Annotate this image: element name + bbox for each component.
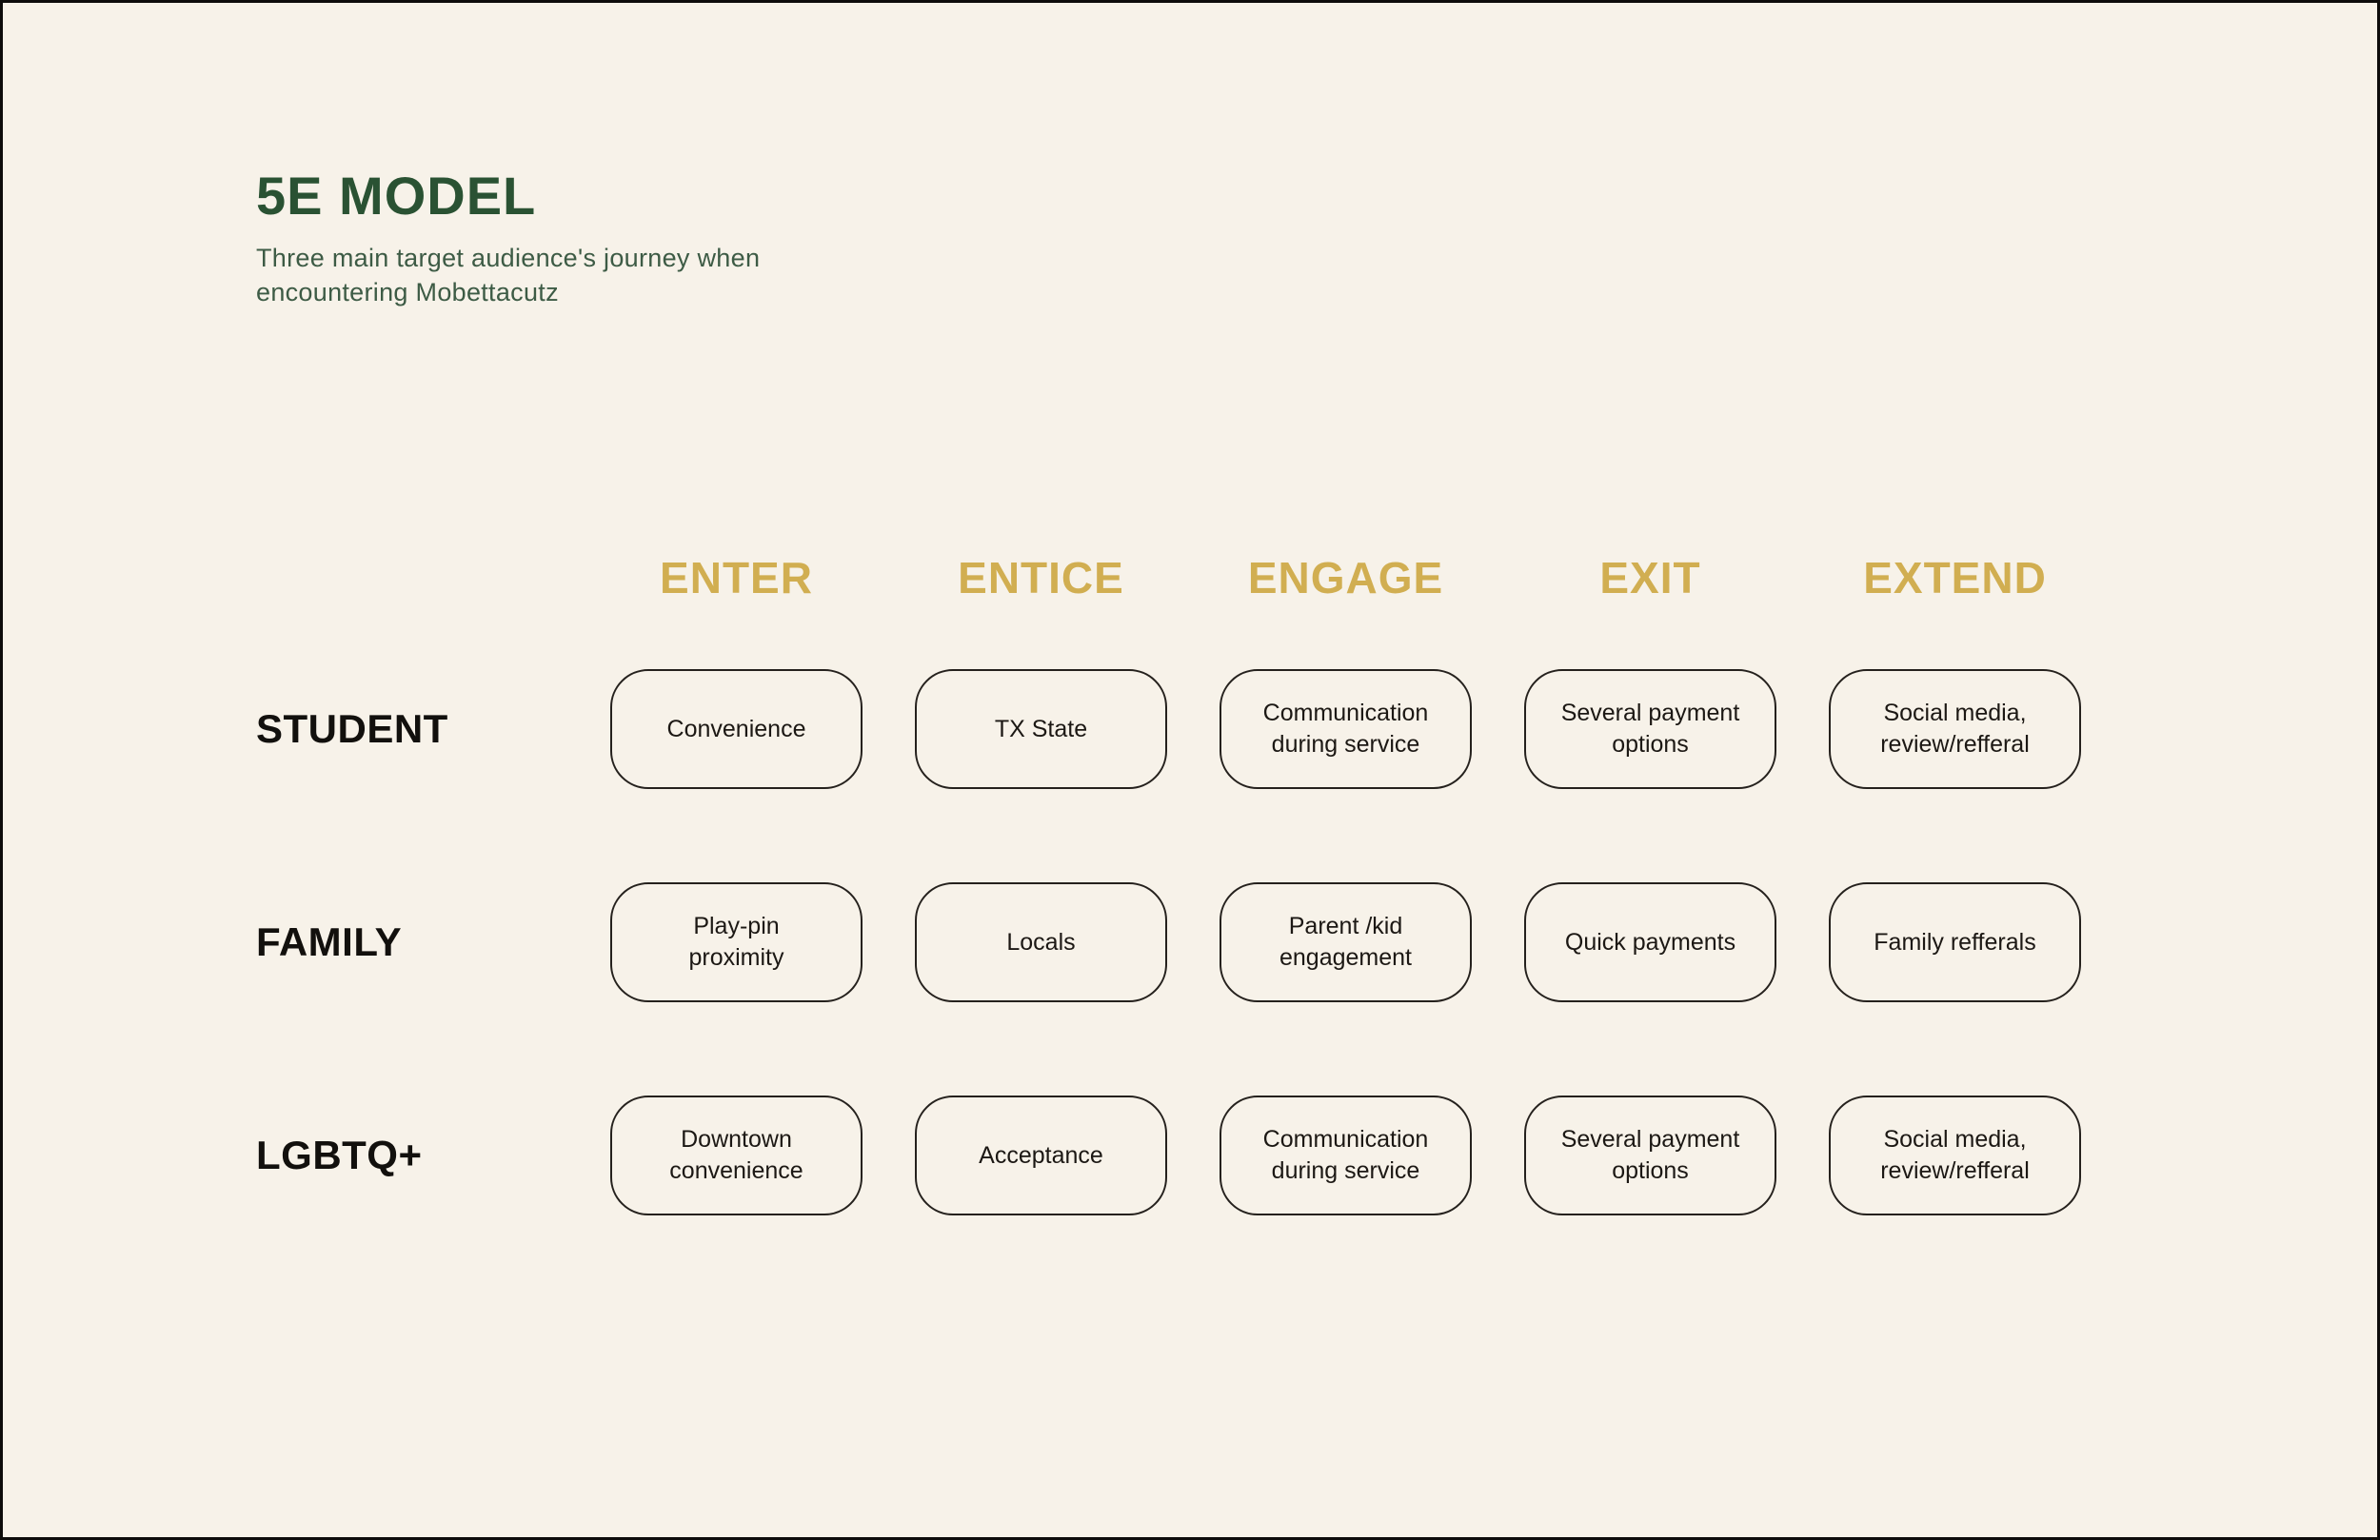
cell-lgbtq-exit: Several payment options xyxy=(1524,1096,1776,1215)
column-header-engage: ENGAGE xyxy=(1247,553,1444,602)
cell-student-extend: Social media, review/refferal xyxy=(1829,669,2081,789)
column-header-enter: ENTER xyxy=(660,553,813,602)
cell-family-extend: Family refferals xyxy=(1829,882,2081,1002)
cell-text: Social media, review/refferal xyxy=(1880,700,2030,758)
cell-text: Parent /kid engagement xyxy=(1279,913,1412,971)
cell-text: Communication during service xyxy=(1262,700,1429,758)
cell-student-entice: TX State xyxy=(915,669,1167,789)
column-headers: ENTER ENTICE ENGAGE EXIT EXTEND xyxy=(610,553,2081,602)
page-title: 5E MODEL xyxy=(256,166,537,226)
cell-student-engage: Communication during service xyxy=(1220,669,1472,789)
cell-text: Several payment options xyxy=(1560,1126,1740,1184)
journey-matrix: STUDENT Convenience TX State Communicati… xyxy=(256,669,2081,1215)
cell-text: Several payment options xyxy=(1560,700,1740,758)
cell-text: TX State xyxy=(994,715,1088,742)
column-header-entice: ENTICE xyxy=(958,553,1124,602)
cell-text: Convenience xyxy=(666,715,806,742)
cell-family-entice: Locals xyxy=(915,882,1167,1002)
cell-text: Downtown convenience xyxy=(669,1126,803,1184)
column-header-extend: EXTEND xyxy=(1863,553,2047,602)
column-header-exit: EXIT xyxy=(1599,553,1701,602)
cell-text: Family refferals xyxy=(1874,928,2036,956)
cell-text: Acceptance xyxy=(979,1141,1103,1169)
cell-text: Play-pin proximity xyxy=(688,913,784,971)
cell-lgbtq-enter: Downtown convenience xyxy=(610,1096,863,1215)
cell-student-enter: Convenience xyxy=(610,669,863,789)
row-label-lgbtq: LGBTQ+ xyxy=(256,1133,423,1177)
cell-text: Quick payments xyxy=(1564,928,1736,956)
row-label-family: FAMILY xyxy=(256,919,403,964)
cell-lgbtq-engage: Communication during service xyxy=(1220,1096,1472,1215)
cell-family-engage: Parent /kid engagement xyxy=(1220,882,1472,1002)
cell-family-enter: Play-pin proximity xyxy=(610,882,863,1002)
page-subtitle: Three main target audience's journey whe… xyxy=(256,244,761,306)
cell-lgbtq-entice: Acceptance xyxy=(915,1096,1167,1215)
cell-text: Locals xyxy=(1006,928,1076,956)
cell-text: Communication during service xyxy=(1262,1126,1429,1184)
cell-lgbtq-extend: Social media, review/refferal xyxy=(1829,1096,2081,1215)
row-label-student: STUDENT xyxy=(256,706,448,751)
cell-student-exit: Several payment options xyxy=(1524,669,1776,789)
cell-text: Social media, review/refferal xyxy=(1880,1126,2030,1184)
cell-family-exit: Quick payments xyxy=(1524,882,1776,1002)
header-block: 5E MODEL Three main target audience's jo… xyxy=(256,167,856,309)
